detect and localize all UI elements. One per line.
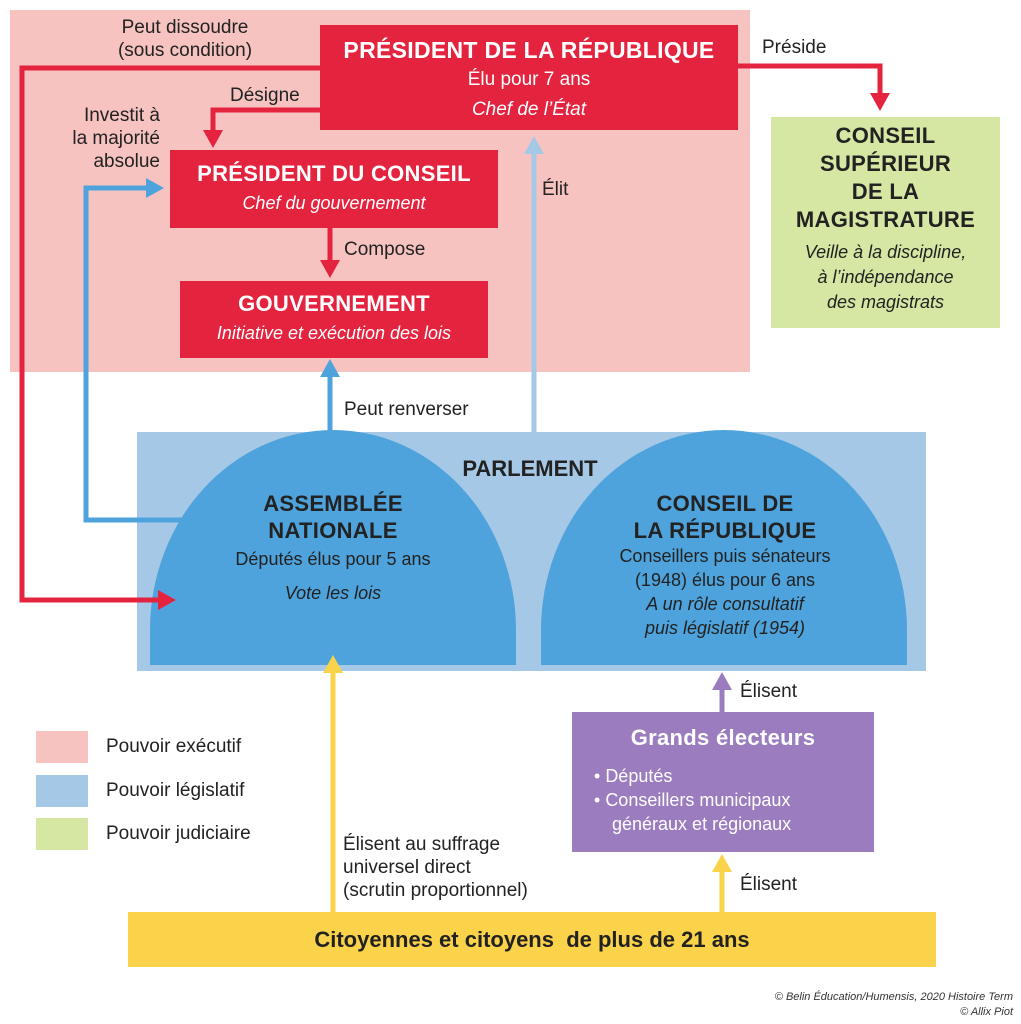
- label-compose: Compose: [344, 239, 426, 260]
- arrowhead-compose: [320, 260, 340, 278]
- arrow-designe: [210, 107, 320, 132]
- arrowhead-elisent-top: [712, 672, 732, 690]
- grands-electeurs-title: Grands électeurs: [630, 725, 816, 750]
- assemblee-deputes: Députés élus pour 5 ans: [235, 549, 431, 569]
- csm-box: CONSEIL SUPÉRIEUR DE LA MAGISTRATURE Vei…: [771, 122, 1000, 315]
- citoyens-box: Citoyennes et citoyens de plus de 21 ans: [128, 912, 936, 967]
- arrowhead-elisent-bottom: [712, 854, 732, 872]
- legend-swatch-legislatif: [36, 775, 88, 807]
- conseil-rep-title-2: LA RÉPUBLIQUE: [633, 518, 817, 543]
- label-elisent-top: Élisent: [740, 681, 798, 702]
- arrowhead-preside: [870, 93, 890, 111]
- csm-title-3: DE LA: [851, 179, 920, 204]
- assemblee-role: Vote les lois: [284, 583, 382, 603]
- csm-desc-3: des magistrats: [826, 292, 945, 312]
- conseil-rep-title-1: CONSEIL DE: [656, 491, 794, 516]
- legend-label-legislatif: Pouvoir législatif: [106, 780, 245, 801]
- legend-label-judiciaire: Pouvoir judiciaire: [106, 823, 251, 844]
- label-suffrage: Élisent au suffrage universel direct (sc…: [343, 834, 528, 901]
- conseil-rep-line1: Conseillers puis sénateurs: [619, 546, 831, 566]
- grands-electeurs-box: Grands électeurs • Députés • Conseillers…: [572, 712, 874, 852]
- president-conseil-box: PRÉSIDENT DU CONSEIL Chef du gouvernemen…: [170, 150, 498, 228]
- conseil-rep-line4: puis législatif (1954): [644, 618, 806, 638]
- credit-line-1: © Belin Éducation/Humensis, 2020 Histoir…: [774, 991, 1013, 1003]
- arrow-preside: [738, 63, 883, 95]
- president-conseil-role: Chef du gouvernement: [242, 193, 426, 213]
- conseil-rep-line2: (1948) élus pour 6 ans: [634, 570, 816, 590]
- label-peut-dissoudre: Peut dissoudre (sous condition): [117, 17, 253, 61]
- grands-electeurs-item-1: • Députés: [594, 766, 673, 786]
- label-designe: Désigne: [230, 85, 300, 106]
- gouvernement-box: GOUVERNEMENT Initiative et exécution des…: [180, 281, 488, 358]
- label-investit: Investit à la majorité absolue: [72, 105, 160, 172]
- gouvernement-title: GOUVERNEMENT: [238, 291, 430, 316]
- parlement-title: PARLEMENT: [462, 456, 598, 481]
- arrow-peut-dissoudre: [19, 65, 320, 603]
- judicial-zone: [771, 117, 1000, 328]
- president-title: PRÉSIDENT DE LA RÉPUBLIQUE: [343, 37, 715, 63]
- grands-electeurs-item-2-cont: généraux et régionaux: [612, 814, 792, 834]
- assemblee-dome: [150, 430, 516, 665]
- legend-swatch-executif: [36, 731, 88, 763]
- credits: © Belin Éducation/Humensis, 2020 Histoir…: [775, 990, 1013, 1020]
- assemblee-title-1: ASSEMBLÉE: [263, 491, 403, 516]
- csm-title-4: MAGISTRATURE: [795, 207, 976, 232]
- conseil-republique-text: CONSEIL DE LA RÉPUBLIQUE Conseillers pui…: [560, 490, 890, 640]
- label-elit: Élit: [542, 179, 569, 200]
- grands-electeurs-item-2: • Conseillers municipaux: [594, 790, 791, 810]
- president-role: Chef de l’État: [471, 99, 587, 120]
- arrowhead-elit: [524, 136, 544, 154]
- assemblee-text: ASSEMBLÉE NATIONALE Députés élus pour 5 …: [180, 490, 486, 606]
- arrowhead-renverser: [320, 359, 340, 377]
- citoyens-label: Citoyennes et citoyens de plus de 21 ans: [314, 927, 750, 952]
- arrowhead-investit: [146, 178, 164, 198]
- president-republique-box: PRÉSIDENT DE LA RÉPUBLIQUE Élu pour 7 an…: [320, 25, 738, 130]
- president-term: Élu pour 7 ans: [467, 69, 591, 90]
- csm-desc-1: Veille à la discipline,: [804, 242, 967, 262]
- csm-title-2: SUPÉRIEUR: [819, 151, 952, 176]
- legend-label-executif: Pouvoir exécutif: [106, 736, 242, 757]
- arrowhead-suffrage: [323, 655, 343, 673]
- gouvernement-role: Initiative et exécution des lois: [216, 323, 452, 343]
- label-peut-renverser: Peut renverser: [344, 399, 469, 420]
- conseil-rep-line3: A un rôle consultatif: [646, 594, 804, 614]
- credit-line-2: © Allix Piot: [960, 1006, 1013, 1018]
- conseil-republique-dome: [541, 430, 907, 665]
- csm-desc-2: à l’indépendance: [817, 267, 954, 287]
- president-conseil-title: PRÉSIDENT DU CONSEIL: [197, 161, 471, 186]
- arrowhead-dissoudre: [158, 590, 176, 610]
- arrow-investit: [83, 185, 222, 523]
- assemblee-title-2: NATIONALE: [268, 518, 398, 543]
- csm-title-1: CONSEIL: [835, 123, 936, 148]
- label-preside: Préside: [762, 37, 827, 58]
- label-elisent-bottom: Élisent: [740, 874, 798, 895]
- arrowhead-designe: [203, 130, 223, 148]
- legend-swatch-judiciaire: [36, 818, 88, 850]
